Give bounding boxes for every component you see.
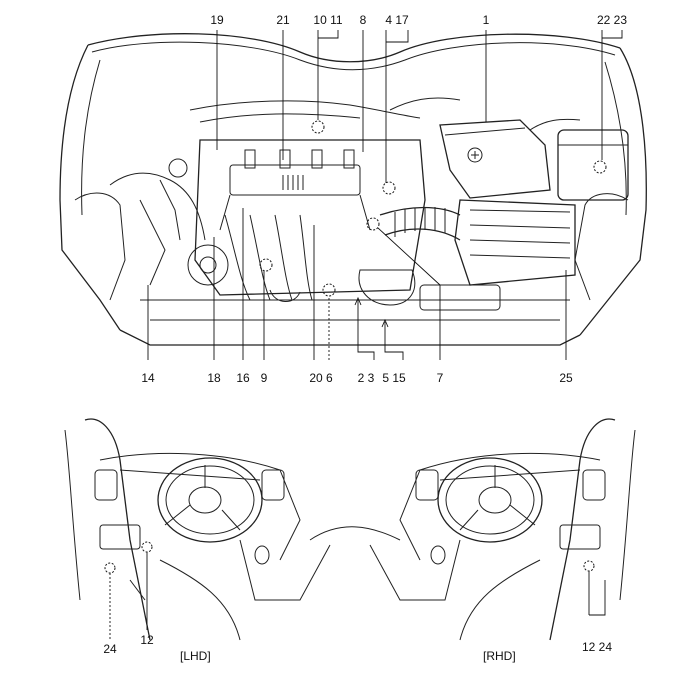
callout-19: 19 <box>210 13 224 27</box>
callout-14: 14 <box>141 371 155 385</box>
callout-1: 1 <box>482 13 490 27</box>
rhd-caption: [RHD] <box>483 649 516 663</box>
lhd-caption: [LHD] <box>180 649 211 663</box>
callout-8: 8 <box>359 13 367 27</box>
callout-7: 7 <box>436 371 444 385</box>
callout-5-15: 5 15 <box>382 371 406 385</box>
lhd-interior-drawing <box>64 418 401 641</box>
engine-bay-drawing <box>59 30 647 360</box>
callout-10-11: 10 11 <box>313 13 343 27</box>
callout-9: 9 <box>260 371 268 385</box>
callout-12-lhd: 12 <box>140 633 154 647</box>
callout-25: 25 <box>559 371 573 385</box>
callout-22-23: 22 23 <box>596 13 628 27</box>
callout-24-lhd: 24 <box>103 642 117 656</box>
callout-20-6: 20 6 <box>309 371 333 385</box>
rhd-interior-drawing <box>369 418 636 641</box>
callout-21: 21 <box>276 13 290 27</box>
callout-12-24-rhd: 12 24 <box>581 640 613 654</box>
callout-2-3: 2 3 <box>357 371 375 385</box>
callout-18: 18 <box>207 371 221 385</box>
callout-16: 16 <box>236 371 250 385</box>
callout-4-17: 4 17 <box>385 13 409 27</box>
